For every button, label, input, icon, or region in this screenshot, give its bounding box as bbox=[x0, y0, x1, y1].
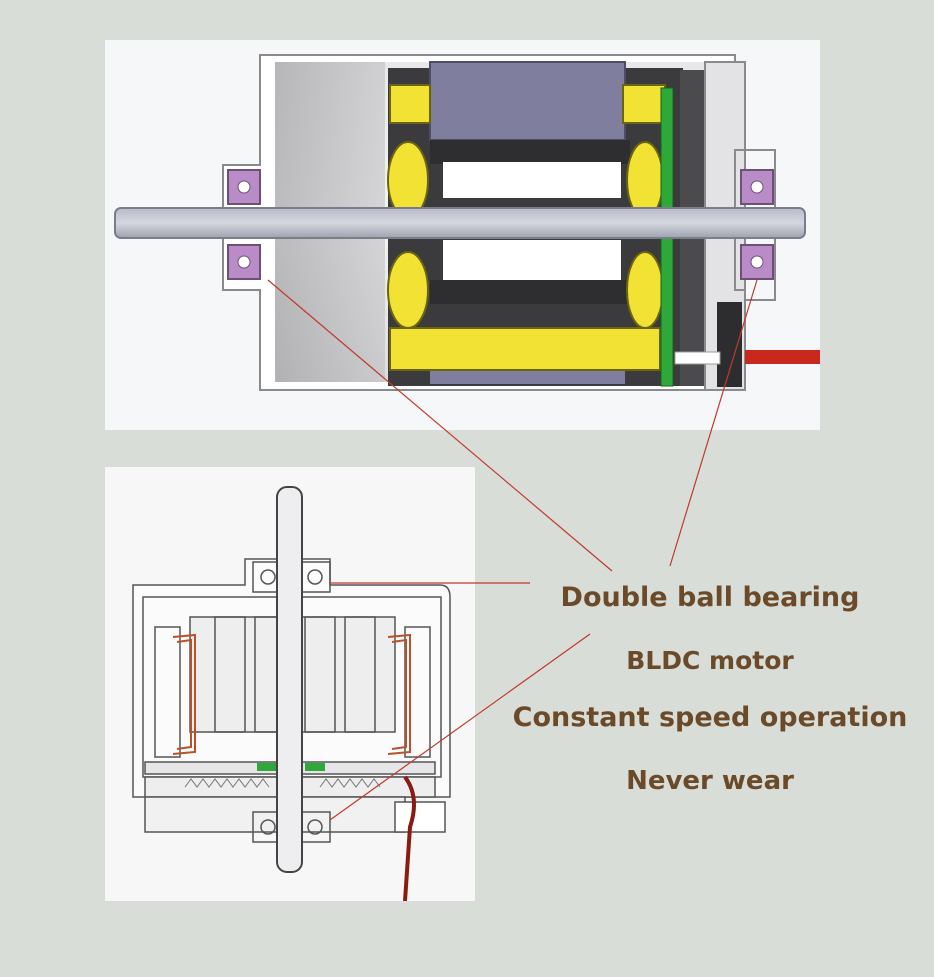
lead-wire bbox=[745, 350, 820, 364]
magnet-top-left bbox=[389, 84, 431, 124]
motor-cross-section-panel bbox=[105, 40, 820, 430]
motor-assembly-drawing-icon bbox=[105, 467, 475, 901]
magnet-bottom bbox=[389, 327, 661, 371]
coil-left bbox=[172, 633, 196, 755]
stator-top bbox=[429, 61, 626, 141]
assembly-shaft bbox=[276, 486, 303, 873]
motor-cross-section-icon bbox=[114, 54, 820, 391]
feature-constant-speed: Constant speed operation bbox=[512, 702, 908, 733]
shaft bbox=[114, 207, 806, 239]
motor-assembly-panel bbox=[105, 467, 475, 901]
feature-double-ball-bearing: Double ball bearing bbox=[560, 582, 860, 613]
feature-bldc-motor: BLDC motor bbox=[626, 646, 794, 675]
feature-never-wear: Never wear bbox=[626, 766, 794, 796]
